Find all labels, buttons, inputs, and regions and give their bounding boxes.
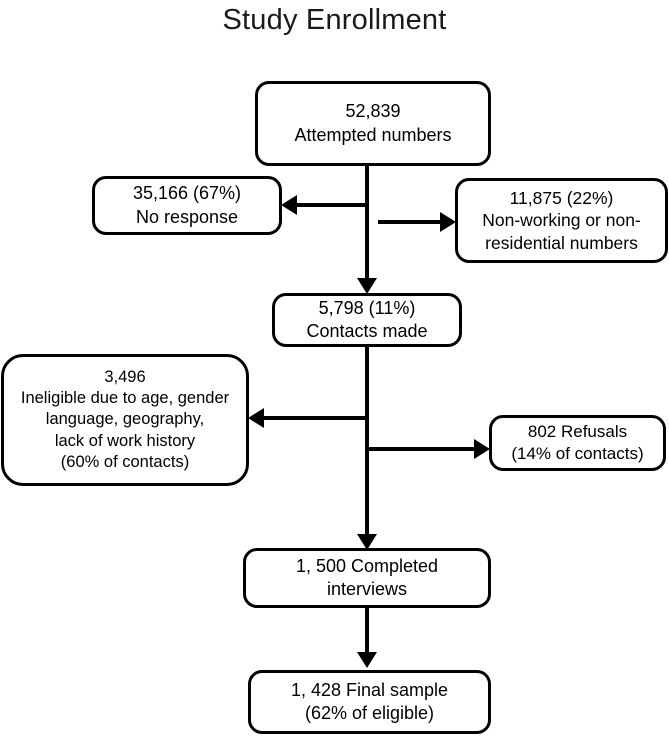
node-completed-interviews-label: 1, 500 Completed interviews [295,555,439,599]
node-attempted-numbers: 52,839 Attempted numbers [255,81,491,166]
arrowhead-left-to-ineligible [248,408,264,428]
arrowhead-down-to-final [357,652,377,668]
connector-completed-to-final [365,608,369,656]
connector-contacts-to-ineligible [263,416,367,420]
node-no-response-label: 35,166 (67%) No response [132,183,242,227]
arrowhead-right-to-refusals [474,439,490,459]
node-contacts-made-label: 5,798 (11%) Contacts made [306,297,428,341]
node-contacts-made: 5,798 (11%) Contacts made [272,293,462,347]
node-refusals: 802 Refusals (14% of contacts) [489,415,666,471]
node-final-sample-label: 1, 428 Final sample (62% of eligible) [290,679,449,723]
node-non-working-numbers-label: 11,875 (22%) Non-working or non- residen… [482,187,641,253]
node-non-working-numbers: 11,875 (22%) Non-working or non- residen… [455,178,668,263]
connector-contacts-to-completed [365,347,369,538]
node-completed-interviews: 1, 500 Completed interviews [243,548,491,608]
node-refusals-label: 802 Refusals (14% of contacts) [511,422,644,463]
connector-contacts-to-refusals [365,447,476,451]
arrowhead-down-to-completed [357,534,377,550]
arrowhead-left-to-noresponse [281,195,297,215]
connector-attempted-to-nonworking [378,220,443,224]
connector-attempted-to-contacts [365,166,369,281]
connector-attempted-to-noresponse [296,203,367,207]
node-attempted-numbers-label: 52,839 Attempted numbers [294,101,452,145]
node-ineligible-label: 3,496 Ineligible due to age, gender lang… [20,368,230,471]
page-title: Study Enrollment [222,4,447,36]
arrowhead-right-to-nonworking [440,212,456,232]
node-final-sample: 1, 428 Final sample (62% of eligible) [248,670,491,734]
node-ineligible: 3,496 Ineligible due to age, gender lang… [1,354,249,486]
arrowhead-down-to-contacts [357,278,377,294]
node-no-response: 35,166 (67%) No response [92,176,282,235]
